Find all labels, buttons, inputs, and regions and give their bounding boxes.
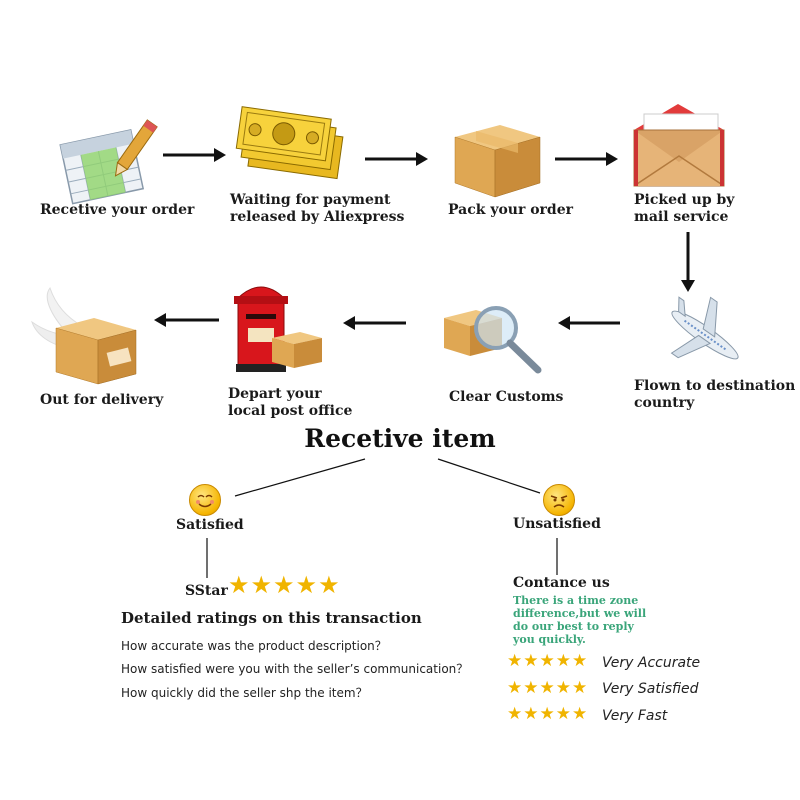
step-label-depart-post: Depart your local post office bbox=[228, 386, 353, 419]
airplane-icon bbox=[670, 296, 739, 360]
step-label-out-for-delivery: Out for delivery bbox=[40, 392, 164, 408]
satisfied-label: Satisfied bbox=[176, 517, 244, 533]
arrow-right-2 bbox=[365, 152, 428, 166]
step-label-flown: Flown to destination country bbox=[634, 378, 796, 411]
connector-satisfied bbox=[234, 458, 366, 497]
order-form-icon bbox=[59, 119, 158, 205]
rating-text-fast: Very Fast bbox=[602, 708, 668, 724]
step-label-pack-order: Pack your order bbox=[448, 202, 574, 218]
satisfied-face-icon bbox=[189, 484, 221, 516]
question-accuracy: How accurate was the product description… bbox=[121, 639, 387, 653]
detailed-ratings-title: Detailed ratings on this transaction bbox=[121, 609, 422, 627]
arrow-right-3 bbox=[555, 152, 618, 166]
step-label-receive-order: Recetive your order bbox=[40, 202, 195, 218]
postbox-icon bbox=[234, 286, 322, 372]
question-communication: How satisfied were you with the seller’s… bbox=[121, 662, 469, 676]
arrow-right-1 bbox=[163, 148, 226, 162]
arrow-left-1 bbox=[558, 316, 620, 330]
unsatisfied-label: Unsatisfied bbox=[513, 516, 601, 532]
sstar-stars: ★★★★★ bbox=[228, 571, 341, 599]
step-label-picked-up: Picked up by mail service bbox=[634, 192, 735, 225]
rating-stars-accurate: ★★★★★ bbox=[507, 651, 589, 671]
contact-title: Contance us bbox=[513, 575, 610, 591]
money-icon bbox=[235, 106, 344, 180]
magnifier-box-icon bbox=[444, 306, 542, 374]
winged-box-icon bbox=[31, 286, 137, 385]
rating-text-accurate: Very Accurate bbox=[602, 655, 701, 671]
rating-stars-fast: ★★★★★ bbox=[507, 704, 589, 724]
step-label-waiting-payment: Waiting for payment released by Aliexpre… bbox=[230, 192, 405, 225]
connector-unsatisfied bbox=[437, 458, 541, 494]
contact-note: There is a time zone difference,but we w… bbox=[513, 594, 647, 646]
envelope-icon bbox=[633, 104, 725, 187]
rating-text-satisfied: Very Satisfied bbox=[602, 681, 699, 697]
rating-stars-satisfied: ★★★★★ bbox=[507, 678, 589, 698]
receive-title: Recetive item bbox=[304, 424, 496, 453]
question-shipping-speed: How quickly did the seller shp the item？ bbox=[121, 686, 368, 700]
step-label-clear-customs: Clear Customs bbox=[449, 389, 564, 405]
sstar-label: SStar bbox=[185, 583, 228, 599]
unsatisfied-face-icon bbox=[543, 484, 575, 516]
arrow-left-2 bbox=[343, 316, 406, 330]
arrow-left-3 bbox=[154, 313, 219, 327]
package-icon bbox=[454, 125, 541, 198]
arrow-down bbox=[681, 232, 695, 292]
